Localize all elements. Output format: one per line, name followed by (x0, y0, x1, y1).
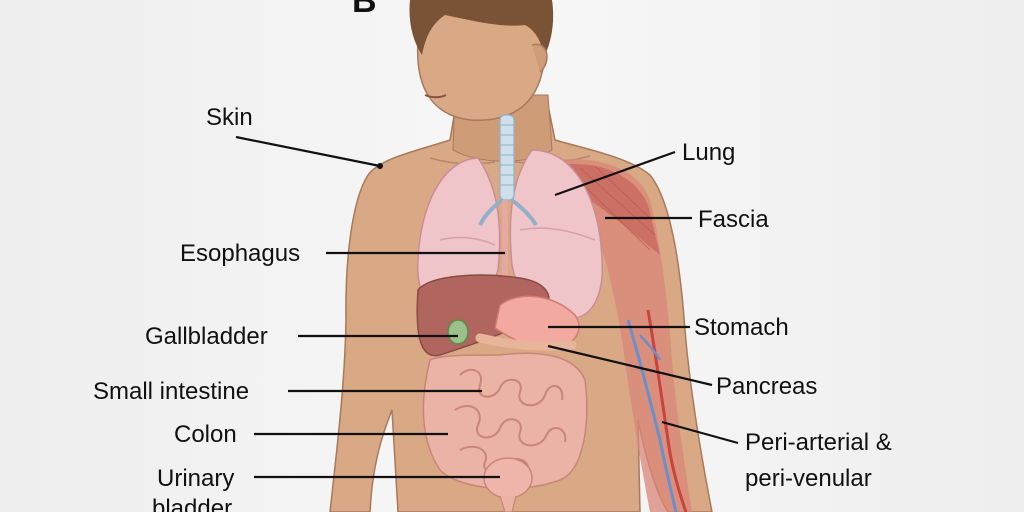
label-gallbladder: Gallbladder (145, 323, 268, 350)
labels: Skin Esophagus Gallbladder Small intesti… (93, 104, 892, 512)
intestines (422, 352, 588, 490)
label-stomach: Stomach (694, 314, 789, 341)
label-bladder: bladder (152, 495, 232, 512)
label-lung: Lung (682, 139, 735, 166)
label-peri-arterial: Peri-arterial & (745, 429, 892, 456)
leader-pancreas (547, 344, 713, 387)
leader-skin (235, 135, 381, 168)
pancreas (475, 333, 577, 351)
leader-skin-end (377, 163, 383, 169)
label-small-intestine: Small intestine (93, 378, 249, 405)
label-esophagus: Esophagus (180, 240, 300, 267)
label-urinary: Urinary (157, 465, 234, 492)
label-peri-venular: peri-venular (745, 465, 872, 492)
leader-lung (554, 150, 676, 197)
head (409, 0, 554, 121)
urethra (499, 495, 517, 512)
leader-lines (235, 135, 739, 479)
label-fascia: Fascia (698, 206, 769, 233)
gallbladder (447, 319, 469, 345)
leader-vascular (661, 420, 739, 445)
label-colon: Colon (174, 421, 237, 448)
trachea (478, 114, 538, 227)
label-pancreas: Pancreas (716, 373, 817, 400)
label-skin: Skin (206, 104, 253, 131)
panel-letter: B (352, 0, 377, 20)
arm-vessels (626, 309, 688, 512)
